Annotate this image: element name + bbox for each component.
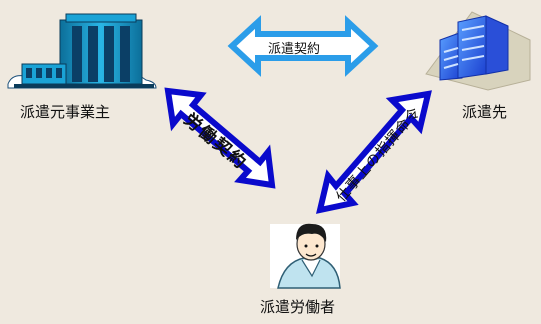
factory-building-icon <box>7 13 157 89</box>
dispatch-contract-text: 派遣契約 <box>268 42 321 57</box>
dispatcher-label: 派遣元事業主 <box>20 103 111 121</box>
worker-person-icon <box>270 223 341 289</box>
worker-label: 派遣労働者 <box>260 298 336 316</box>
labor-contract-arrow <box>164 87 276 189</box>
work-instructions-arrow <box>315 90 432 214</box>
dispatch-contract-arrow <box>227 15 379 77</box>
office-building-icon <box>425 11 531 91</box>
client-label: 派遣先 <box>462 103 508 121</box>
